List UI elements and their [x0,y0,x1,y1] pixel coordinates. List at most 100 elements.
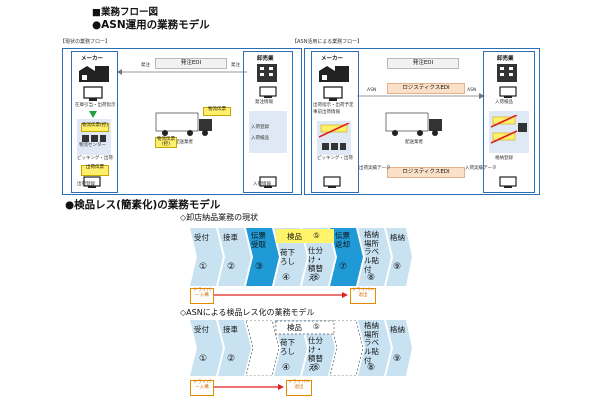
cell-num: ④ [282,363,291,373]
building-icon [497,64,517,82]
maker-note-2: 物流センター [79,143,106,148]
factory-icon [79,66,109,82]
truck-icon [155,112,212,136]
computer-icon [83,176,101,188]
deliver-note: 配送業者 [405,140,423,145]
cell-label: 仕分け・積替え [308,246,323,282]
cell-num: ④ [282,273,291,283]
right-flow-panel: メーカー 出荷指示・出荷予定 事前出荷情報 ピッキング・出荷 発注EDI ロジス… [304,48,540,195]
cell-label: 格納 [390,325,405,334]
red-timeline-arrow [214,384,284,390]
cell-num: ③ [255,262,264,272]
cell-label: 仕分け・積替え [308,336,323,372]
cell-label: 荷下ろし [280,338,295,356]
cell-num: ⑨ [393,262,402,272]
pick-label: ピッキング・出荷 [77,156,113,161]
maker-note-1: 在庫引当・出荷指示 [75,103,116,108]
deliver-note: 配送業者 [175,140,193,145]
maker-column [311,51,359,193]
cell-num: ② [227,262,236,272]
cell-label: 伝票受取 [251,231,266,249]
maker-label: メーカー [81,56,104,62]
computer-icon [83,86,103,101]
red-timeline-arrow [214,292,348,298]
current-chevrons [190,228,412,286]
computer-icon [323,86,343,101]
cell-num: ① [199,354,208,364]
cell-label: 伝票返却 [335,231,350,249]
boxes-icon [322,143,346,150]
left-flow-panel: メーカー 在庫引当・出荷指示 物流伝票(控) 物流センター ピッキング・出荷 出… [62,48,302,195]
cell-num: ⑦ [339,262,348,272]
retailer-column [483,51,535,193]
retail-note-2: 入荷検品 [251,136,269,141]
inspect-label: 検品 [287,323,302,332]
cell-num: ⑧ [367,273,376,283]
cell-label: 荷下ろし [280,248,295,266]
inspect-num: ⑤ [313,322,320,331]
current-heading: ◇卸店納品業務の現状 [180,213,259,222]
slip-yellow-3: 物流伝票 [203,107,231,116]
truck-icon [385,112,442,136]
retail-note-1: 入荷検品 [495,100,513,105]
driver-out-badge: ドライバー退出 [350,288,376,304]
cell-num: ② [227,354,236,364]
current-flow: 受付 ① 接車 ② 伝票受取 ③ 検品 ⑤ 荷下ろし ④ 仕分け・積替え ⑥ 伝… [190,228,412,286]
building-icon [257,64,277,82]
crossed-slip-icon [318,123,350,138]
pick-label: ピッキング・出荷 [317,156,353,161]
asn-heading: ◇ASNによる検品レス化の業務モデル [180,308,315,317]
computer-icon [499,176,517,188]
cell-num: ⑥ [312,273,321,283]
left-edi-top: 発注EDI [155,58,227,69]
bottom-left-note: 出荷実績データ [359,166,391,171]
asn-chevrons [190,320,412,376]
retail-note-2: 格納登録 [495,156,513,161]
retail-warehouse-box [249,111,287,153]
right-edi-top: 発注EDI [387,58,459,69]
asn-right: ASN [467,88,477,93]
computer-icon [499,86,517,98]
asn-arrow [357,93,485,99]
retail-note-1: 発注情報 [255,100,273,105]
retailer-label: 卸売業 [497,56,514,62]
bottom-right-note: 入荷実績データ [465,166,497,171]
inspect-num: ⑤ [313,231,320,240]
slip-yellow-1: 物流伝票(控) [81,123,109,132]
page-title: ■業務フロー図 [92,7,158,18]
inspect-label: 検品 [287,232,302,241]
bottom-right-note: 入荷情報 [253,182,271,187]
edi-right-label: 発注 [231,63,240,68]
store-receive: 入荷登録 [251,125,269,130]
edi-left-label: 発注 [141,63,150,68]
bottom-left-note: 出荷登録 [77,182,95,187]
cell-label: 接車 [223,325,238,334]
green-arrow-icon [89,111,97,118]
right-edi-mid: ロジスティクスEDI [387,83,465,94]
cell-label: 格納場所ラベル貼付 [364,321,379,365]
cell-label: 格納場所ラベル貼付 [364,230,379,274]
cell-label: 格納 [390,233,405,242]
computer-icon [259,176,277,188]
cell-num: ⑨ [393,354,402,364]
maker-label: メーカー [321,56,344,62]
factory-icon [319,66,349,82]
slip-yellow-2: 物流伝票(控) [155,137,177,148]
maker-note-2: 事前出荷情報 [313,110,340,115]
retailer-column [243,51,293,193]
retailer-label: 卸売業 [257,56,274,62]
section-inspection-heading: ●検品レス(簡素化)の業務モデル [65,199,221,211]
right-edi-bottom: ロジスティクスEDI [387,167,465,178]
cell-num: ① [199,262,208,272]
crossed-slips-icon [490,115,527,144]
maker-note-1: 出荷指示・出荷予定 [313,103,354,108]
cell-num: ⑧ [367,363,376,373]
driver-in-badge: ドライバー入構 [190,288,214,304]
ship-doc: 出荷伝票 [81,165,109,176]
right-panel-caption: 【ASN活用による業務フロー】 [292,39,363,45]
cell-num: ⑥ [312,363,321,373]
driver-out-badge: ドライバー退出 [286,380,312,396]
order-arrow [117,69,247,75]
asn-left: ASN [367,88,377,93]
driver-in-badge: ドライバー入構 [190,380,214,396]
